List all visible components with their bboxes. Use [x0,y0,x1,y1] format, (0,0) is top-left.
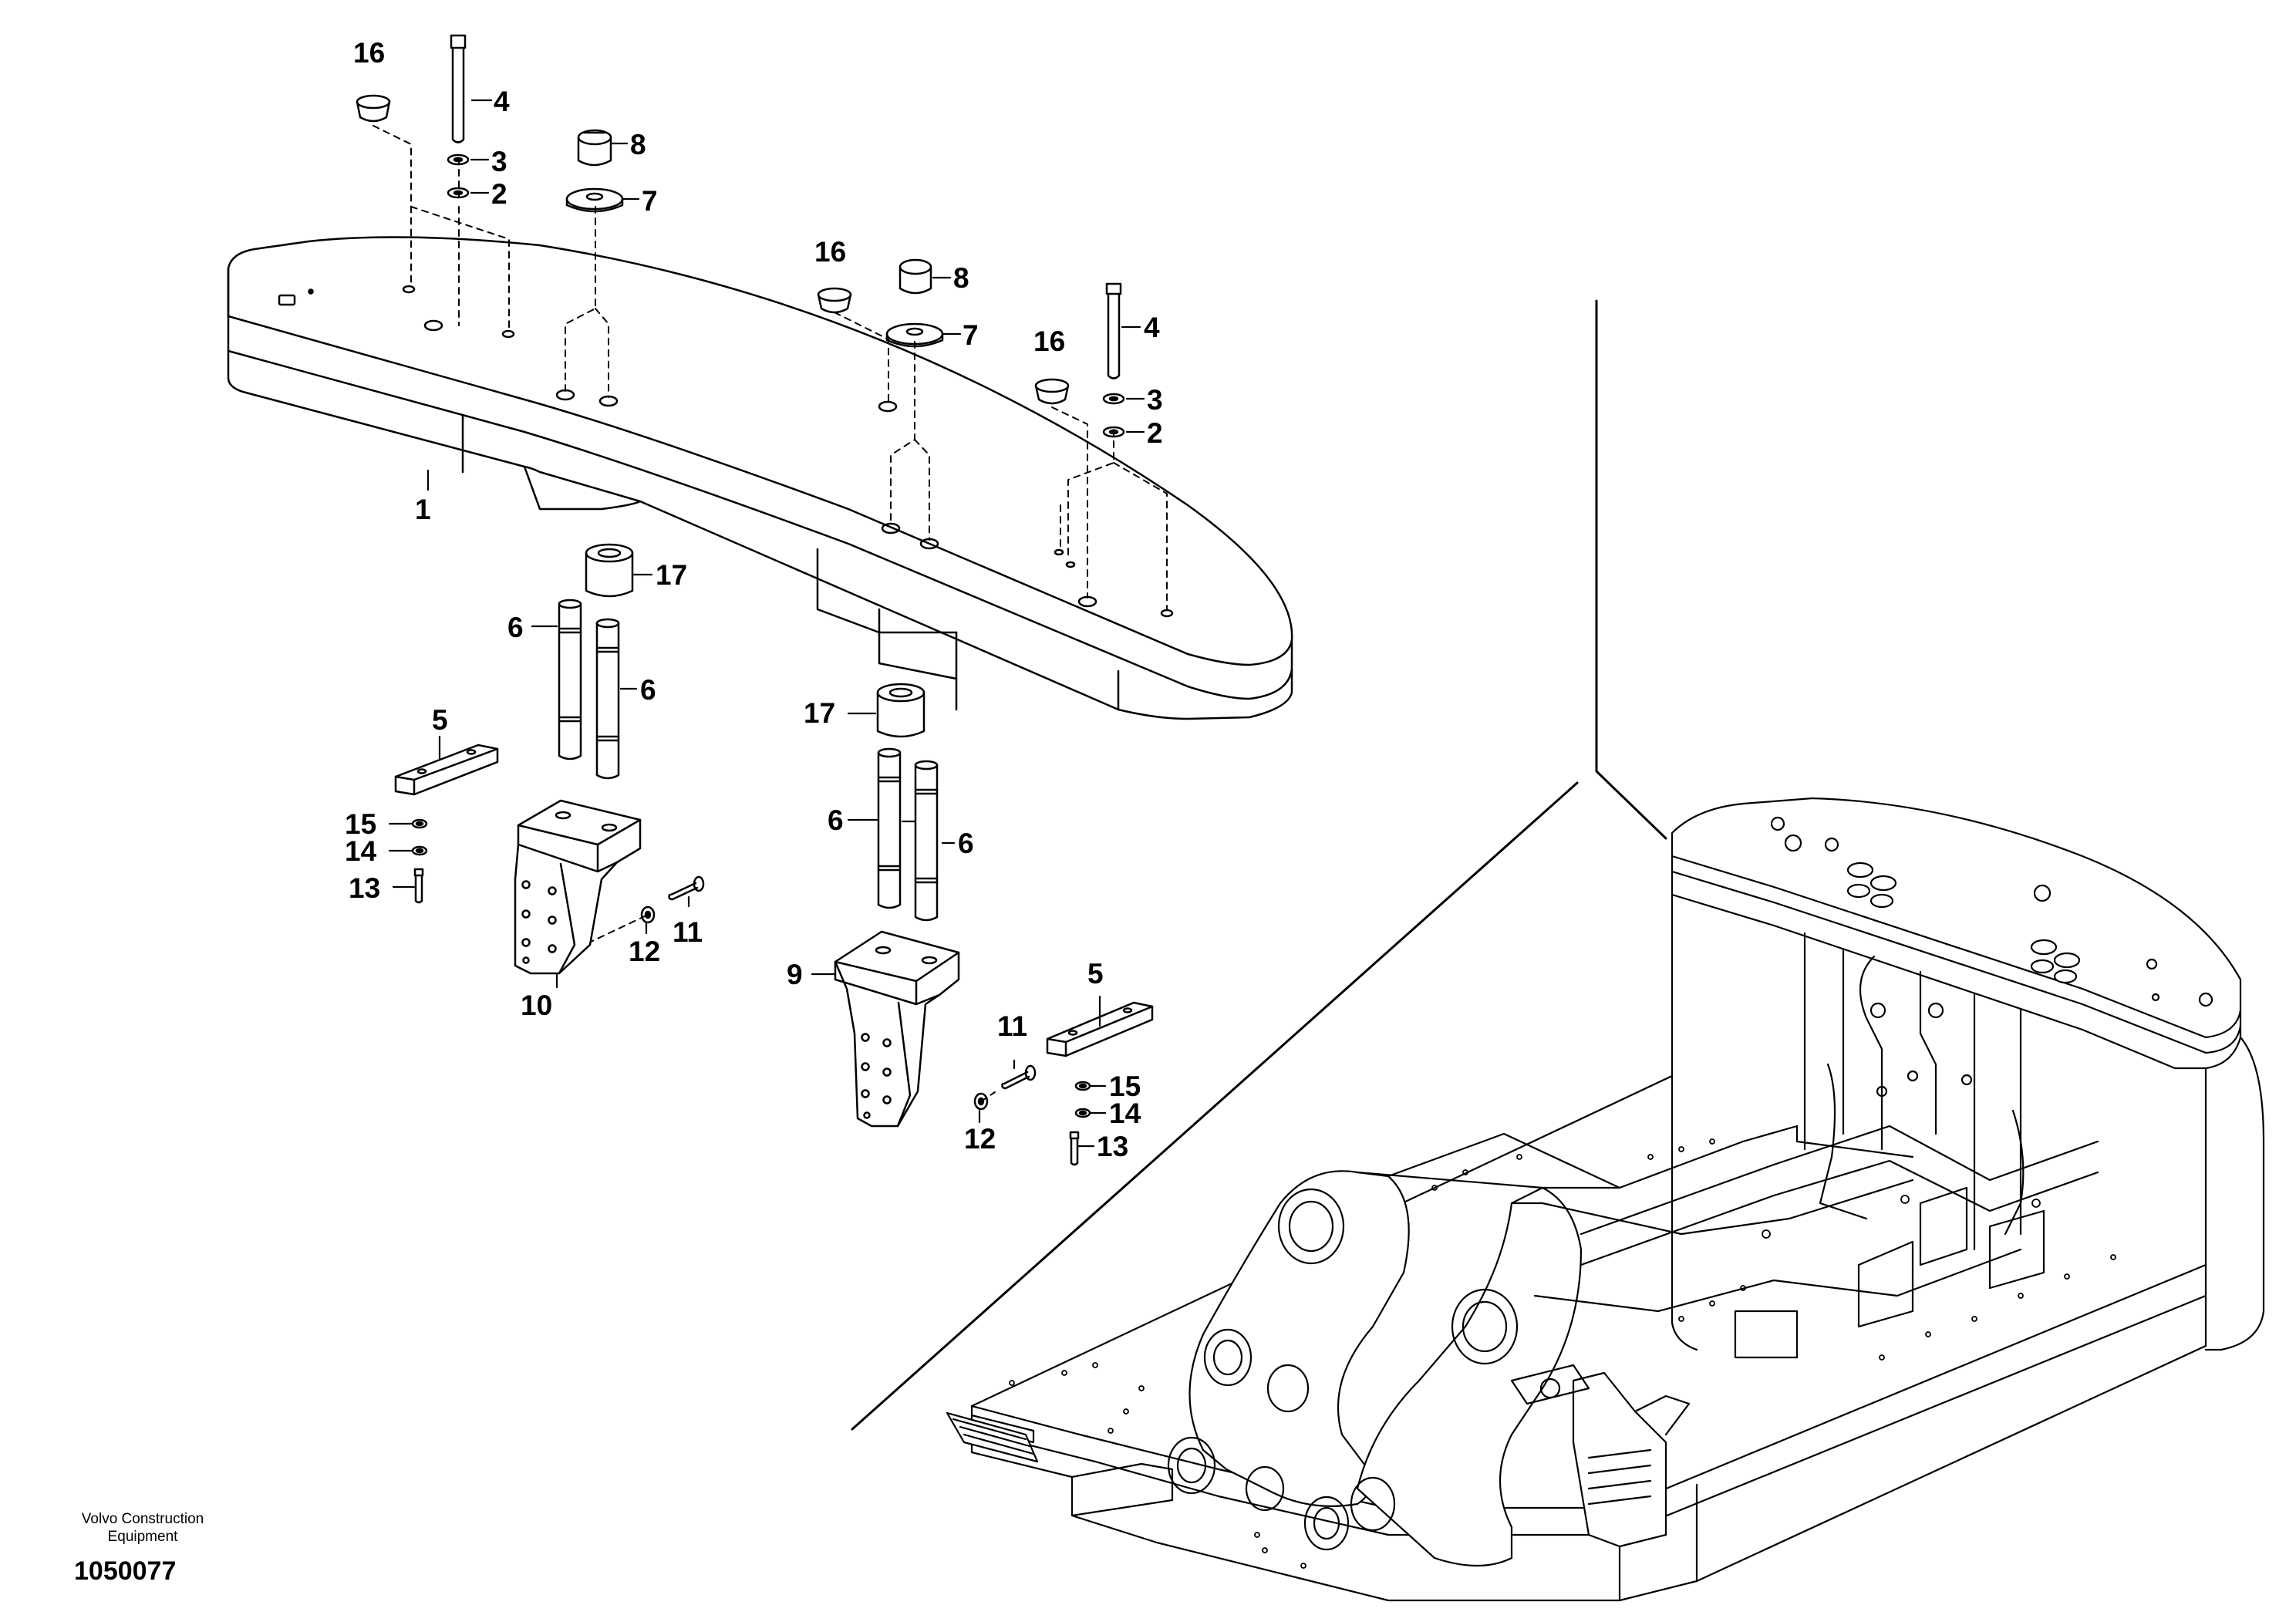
callout-4: 4 [494,86,510,117]
machine-frame [947,798,2264,1600]
callout-5: 5 [432,704,448,736]
callout-3: 3 [491,146,507,177]
plug-16b [818,288,851,312]
pin-6a [559,600,581,759]
callout-14: 14 [345,835,377,867]
company-name: Volvo Construction Equipment [81,1511,204,1545]
bushing-17b [878,684,924,737]
nut-8a [578,130,611,165]
plug-16a [357,96,389,121]
callout-11: 11 [673,916,703,948]
callout-13: 13 [349,872,381,904]
callout-1: 1 [415,494,431,525]
bolt-13b [1070,1132,1078,1165]
callout-6: 6 [828,804,844,836]
callout-6: 6 [958,828,974,859]
washer-14b [1076,1109,1090,1117]
washer-14a [413,847,426,855]
washer-3b [1104,394,1124,403]
callout-14: 14 [1109,1098,1141,1129]
callout-10: 10 [521,990,553,1021]
callout-9: 9 [787,959,803,990]
callout-4: 4 [1144,312,1160,343]
callout-8: 8 [953,262,969,294]
bushing-17a [586,545,632,596]
callout-15: 15 [345,808,377,840]
callout-6: 6 [640,674,656,706]
leader-lines [389,100,1144,1146]
washer-3a [448,155,468,164]
callout-12: 12 [629,936,661,967]
callout-13: 13 [1097,1131,1129,1162]
bolt-4b [1107,284,1121,379]
washer-12a [642,907,654,922]
pin-6b [597,619,619,778]
callout-16: 16 [1033,325,1066,357]
washer-15b [1076,1082,1090,1090]
callout-7: 7 [963,319,979,351]
callout-12: 12 [964,1123,996,1155]
counterweight-part [228,238,1292,719]
pin-6d [915,761,937,920]
callout-3: 3 [1147,384,1163,416]
callout-16: 16 [814,236,847,268]
spacer-plate-5a [396,745,497,794]
pin-6c [878,749,900,908]
callout-16: 16 [353,37,386,69]
plug-16c [1036,379,1068,403]
spacer-plate-5b [1047,1003,1152,1056]
callout-15: 15 [1109,1071,1141,1102]
drawing-number: 1050077 [74,1556,177,1586]
bolt-13a [415,869,423,902]
callout-8: 8 [630,129,646,160]
callout-11: 11 [997,1010,1028,1042]
callout-5: 5 [1087,958,1104,990]
nut-8b [900,260,931,293]
callout-17: 17 [804,697,836,729]
support-bracket-10 [515,801,640,973]
callout-7: 7 [642,185,658,217]
callout-2: 2 [491,178,507,210]
washer-15a [413,820,426,828]
support-bracket-9 [835,932,959,1126]
washer-12b [975,1094,987,1109]
bolt-11a [669,877,704,899]
callout-6: 6 [507,612,524,643]
bolt-4a [451,35,465,143]
callout-2: 2 [1147,417,1163,449]
callout-17: 17 [656,559,688,591]
detail-callout-lines [852,301,1666,1429]
washer-2a [448,188,468,197]
assembly-lines [373,126,1167,1101]
washer-2b [1104,427,1124,437]
bolt-11b [1003,1066,1036,1088]
